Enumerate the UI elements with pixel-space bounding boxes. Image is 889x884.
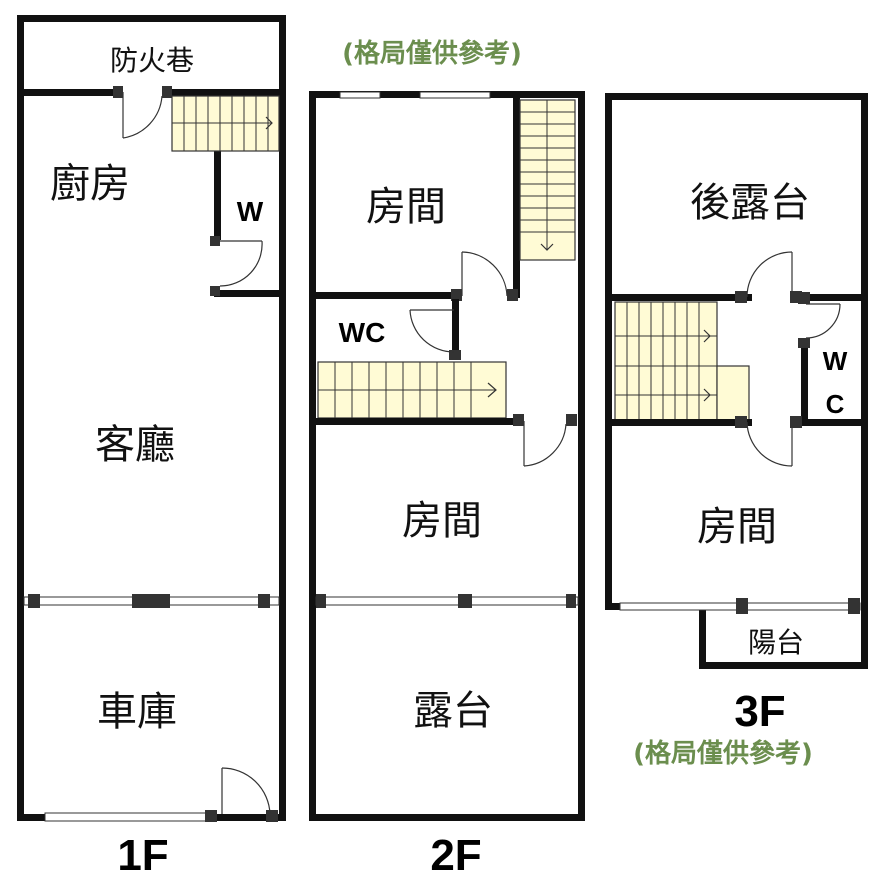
wall xyxy=(214,290,286,297)
room-label-fire-lane: 防火巷 xyxy=(110,44,194,77)
wall xyxy=(316,418,516,425)
room-label-kitchen: 廚房 xyxy=(50,161,130,207)
floor-label-2f: 2F xyxy=(430,831,481,880)
door-swing xyxy=(122,95,163,139)
stair-steps xyxy=(615,302,717,420)
room-label-c: C xyxy=(826,389,845,419)
door-jamb xyxy=(113,86,123,98)
door-jamb xyxy=(507,289,518,301)
wall xyxy=(17,814,45,821)
room-label-balcony: 陽台 xyxy=(748,626,804,659)
room-label-w: W xyxy=(823,346,848,376)
door-jamb xyxy=(162,86,172,98)
door-jamb xyxy=(566,414,577,426)
door-swing xyxy=(409,309,455,353)
wall xyxy=(861,93,868,610)
post xyxy=(132,594,170,608)
wall xyxy=(17,15,24,821)
room-label-room-mid: 房間 xyxy=(402,498,482,544)
door-jamb xyxy=(735,291,747,303)
door-jamb xyxy=(210,236,220,246)
stair-steps xyxy=(172,96,273,151)
door-jamb xyxy=(790,416,802,428)
wall xyxy=(801,340,808,426)
room-label-garage: 車庫 xyxy=(97,689,177,735)
wall xyxy=(168,89,286,96)
stair-steps xyxy=(318,362,497,418)
window xyxy=(339,91,381,99)
room-label-room-top: 房間 xyxy=(366,184,446,230)
wall xyxy=(612,419,752,426)
post xyxy=(28,594,40,608)
floor-3f: 後露台 W C 房間 陽台 3F xyxy=(605,93,868,736)
wall xyxy=(210,814,286,821)
door-jamb xyxy=(798,292,810,304)
floor-2f: 房間 WC 房間 露台 2F xyxy=(309,91,585,880)
door-swing xyxy=(221,767,271,815)
post xyxy=(566,594,576,608)
door-jamb xyxy=(210,286,220,296)
door-swing xyxy=(805,303,841,339)
post xyxy=(458,594,472,608)
door-swing xyxy=(746,421,793,467)
window xyxy=(44,812,211,822)
wall xyxy=(605,93,612,610)
wall xyxy=(792,294,868,301)
door-jamb xyxy=(798,338,810,348)
door-jamb xyxy=(266,810,278,822)
door-jamb xyxy=(451,289,462,301)
room-label-room: 房間 xyxy=(697,504,777,550)
floor-1f: 防火巷 廚房 W 客廳 車庫 1F xyxy=(17,15,286,880)
window xyxy=(419,91,491,99)
room-label-terrace: 露台 xyxy=(413,688,493,734)
door-swing xyxy=(219,240,263,287)
floor-label-3f: 3F xyxy=(734,687,785,736)
wall xyxy=(214,150,221,240)
door-swing xyxy=(746,251,793,298)
room-label-wc: WC xyxy=(339,317,386,348)
staircase-landing xyxy=(716,365,750,421)
post xyxy=(736,598,748,614)
wall xyxy=(699,603,706,669)
room-label-back-terrace: 後露台 xyxy=(690,180,810,226)
note-top: (格局僅供參考) xyxy=(342,38,522,69)
post xyxy=(848,598,860,614)
floor-label-1f: 1F xyxy=(117,831,168,880)
room-label-living: 客廳 xyxy=(95,422,175,468)
stair-steps xyxy=(520,100,575,251)
wall xyxy=(452,299,459,359)
post xyxy=(258,594,270,608)
wall xyxy=(699,662,868,669)
wall xyxy=(316,292,456,299)
door-swing xyxy=(461,251,508,297)
room-label-w: W xyxy=(237,196,264,227)
wall xyxy=(578,91,585,821)
wall xyxy=(17,89,117,96)
sliding-door xyxy=(315,596,579,606)
wall xyxy=(792,419,868,426)
door-jamb xyxy=(449,350,461,360)
staircase xyxy=(614,301,718,421)
door-jamb xyxy=(205,810,217,822)
wall xyxy=(612,294,752,301)
wall xyxy=(309,91,316,821)
door-jamb xyxy=(735,416,747,428)
wall xyxy=(861,603,868,669)
wall xyxy=(513,98,520,298)
wall xyxy=(309,814,585,821)
wall xyxy=(605,93,868,100)
door-swing xyxy=(523,423,567,467)
wall xyxy=(279,15,286,821)
note-bottom: (格局僅供參考) xyxy=(633,738,813,769)
post xyxy=(316,594,326,608)
wall xyxy=(17,15,286,22)
door-jamb xyxy=(513,414,524,426)
